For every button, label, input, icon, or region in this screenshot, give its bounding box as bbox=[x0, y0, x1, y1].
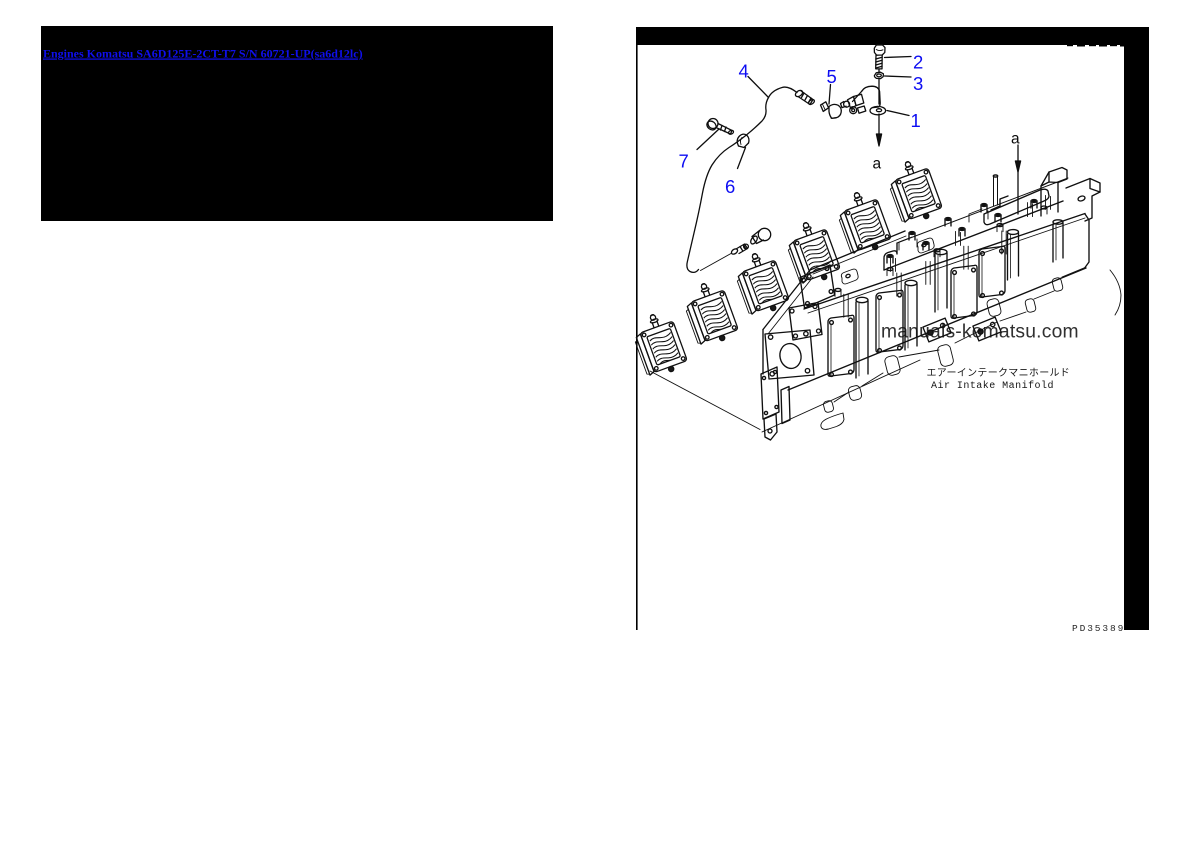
svg-text:3: 3 bbox=[913, 73, 923, 94]
svg-text:7: 7 bbox=[679, 151, 689, 172]
svg-text:1: 1 bbox=[911, 110, 921, 131]
svg-text:6: 6 bbox=[725, 176, 735, 197]
svg-text:a: a bbox=[873, 156, 882, 173]
svg-text:Air Intake Manifold: Air Intake Manifold bbox=[931, 380, 1054, 392]
svg-text:PD35389: PD35389 bbox=[1072, 623, 1125, 634]
svg-text:a: a bbox=[1011, 131, 1020, 148]
svg-text:Engines Komatsu SA6D125E-2CT-T: Engines Komatsu SA6D125E-2CT-T7 S/N 6072… bbox=[43, 47, 363, 61]
svg-text:エアーインテークマニホールド: エアーインテークマニホールド bbox=[927, 367, 1071, 379]
svg-text:5: 5 bbox=[827, 66, 837, 87]
svg-text:2: 2 bbox=[913, 52, 923, 73]
svg-text:4: 4 bbox=[739, 61, 749, 82]
